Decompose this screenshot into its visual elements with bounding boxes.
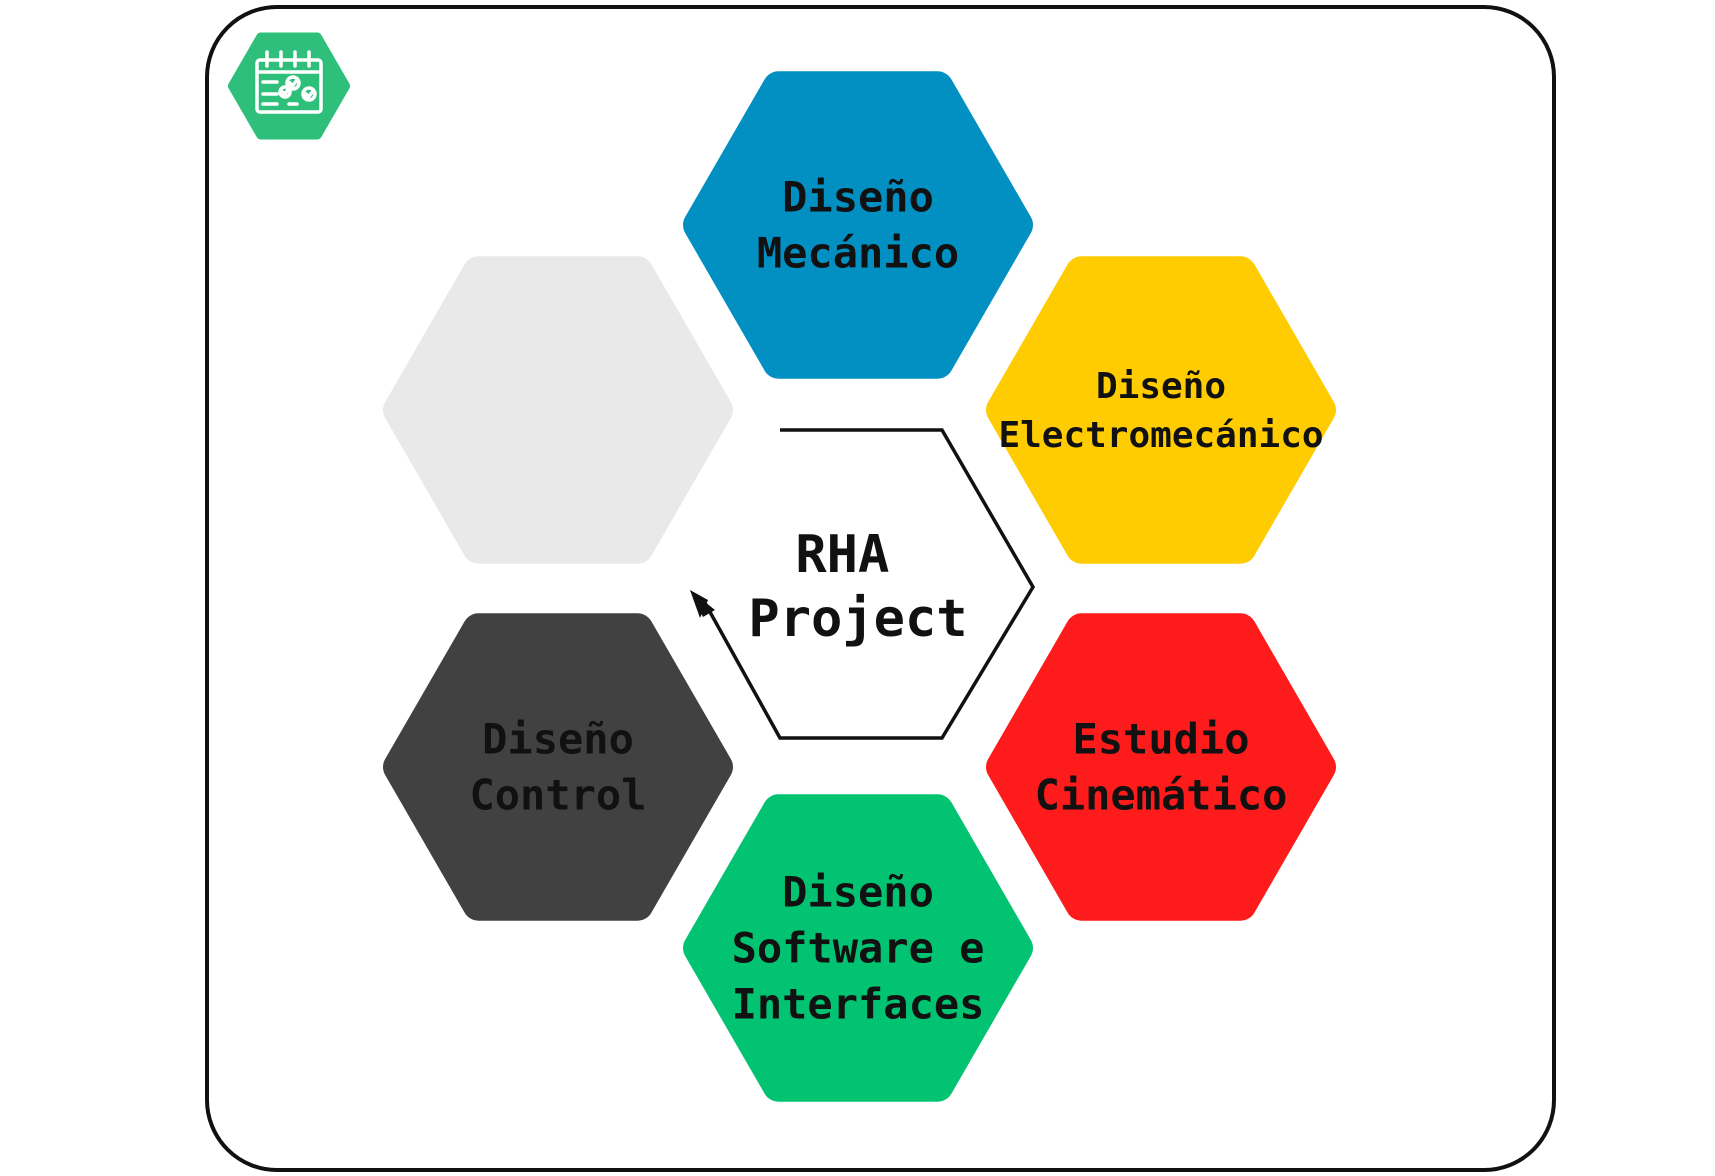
hexagon-mecanico-shape [683, 71, 1033, 379]
hexagon-cinematico-label-line: Cinemático [1035, 771, 1288, 820]
hexagon-control-shape [383, 613, 733, 921]
center-title-line-1: RHA [795, 525, 889, 585]
hexagon-mecanico-label-line: Diseño [782, 173, 934, 222]
hexagon-electromecanico-label-line: Diseño [1096, 366, 1226, 407]
hexagon-software-shape [683, 794, 1033, 1102]
calendar-check-icon [228, 32, 350, 140]
hexagon-empty [383, 256, 733, 564]
hexagon-software-label-line: Interfaces [732, 980, 985, 1029]
hexagon-control-label-line: Control [469, 771, 646, 820]
hexagon-empty-shape [383, 256, 733, 564]
hexagon-electromecanico-shape [986, 256, 1336, 564]
hexagon-cinematico-label-line: Estudio [1072, 715, 1249, 764]
center-cycle-outline [703, 428, 1036, 740]
hexagon-electromecanico-label-line: Electromecánico [998, 415, 1323, 456]
center-title: RHA Project [748, 525, 967, 649]
hexagon-control-label-line: Diseño [482, 715, 634, 764]
center-title-line-2: Project [748, 589, 967, 649]
hexagon-software-label-line: Software e [732, 924, 985, 973]
cycle-arrow-head-tip [690, 590, 708, 618]
hexagon-cinematico-shape [986, 613, 1336, 921]
hexagon-software-label-line: Diseño [782, 868, 934, 917]
hexagon-mecanico-label-line: Mecánico [757, 229, 959, 278]
